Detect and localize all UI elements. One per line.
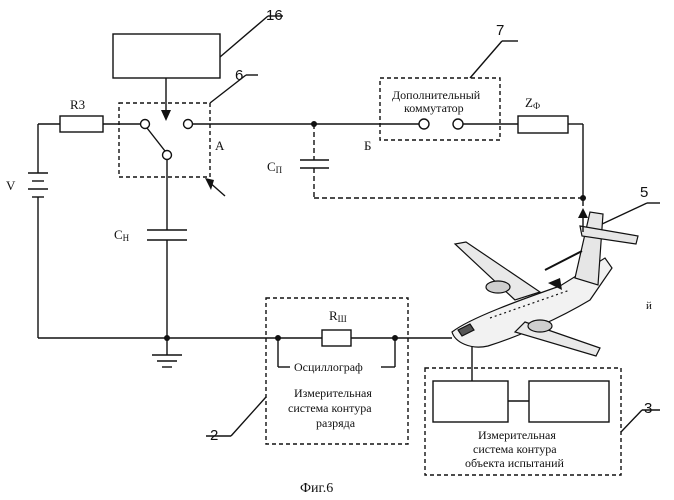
label-2: 2 [210,427,218,444]
label-6: 6 [235,67,243,84]
aircraft-illustration [452,212,638,356]
label-zf: ZФ [525,95,540,111]
switch-blade [147,128,165,151]
leader-16 [220,16,268,57]
stray-mark: й [646,300,652,312]
junction-dot-osc-left [275,335,281,341]
leader-2 [231,397,266,436]
label-5: 5 [640,184,648,201]
resistor-rsh [322,330,351,346]
sensor-block-2 [529,381,609,422]
meas3-label-3: объекта испытаний [465,456,565,470]
label-cp: CП [267,159,283,175]
switch-contact-right [184,120,193,129]
label-node-b: Б [364,138,371,153]
junction-dot-osc-right [392,335,398,341]
label-16: 16 [266,7,283,24]
commutator-contact-2 [453,119,463,129]
meas2-label-2: система контура [288,401,372,415]
resistor-r3 [60,116,103,132]
aircraft-tail-fin [575,212,603,285]
block-16 [113,34,220,78]
aircraft-engine-right [528,320,552,332]
label-v: V [6,178,16,193]
label-node-a: А [215,138,225,153]
meas3-label-2: система контура [473,442,557,456]
label-r3: R3 [70,97,85,112]
junction-dot-ground [164,335,170,341]
label-3: 3 [644,400,652,417]
switch-pointer-arrowhead [205,178,214,190]
label-cn: CН [114,227,130,243]
meas3-label-1: Измерительная [478,428,556,442]
sensor-block-1 [433,381,508,422]
impedance-zf [518,116,568,133]
figure-caption: Фиг.6 [300,481,333,496]
label-oscillograph: Осциллограф [294,360,363,374]
switch-contact-bottom [163,151,172,160]
aircraft-strike-arrowhead [578,208,588,218]
aircraft-engine-left [486,281,510,293]
label-7: 7 [496,22,504,39]
control-arrowhead [161,110,171,121]
junction-dot-right [580,195,586,201]
discharge-arrow [545,251,582,270]
meas2-label-1: Измерительная [294,386,372,400]
junction-dot-cp [311,121,317,127]
leader-3 [621,410,642,432]
switch-contact-left [141,120,150,129]
label-rsh: RШ [329,308,347,324]
meas2-label-3: разряда [316,416,356,430]
commutator-contact-1 [419,119,429,129]
commutator-label-1: Дополнительный [392,88,481,102]
leader-7 [470,41,502,78]
commutator-label-2: коммутатор [404,101,464,115]
